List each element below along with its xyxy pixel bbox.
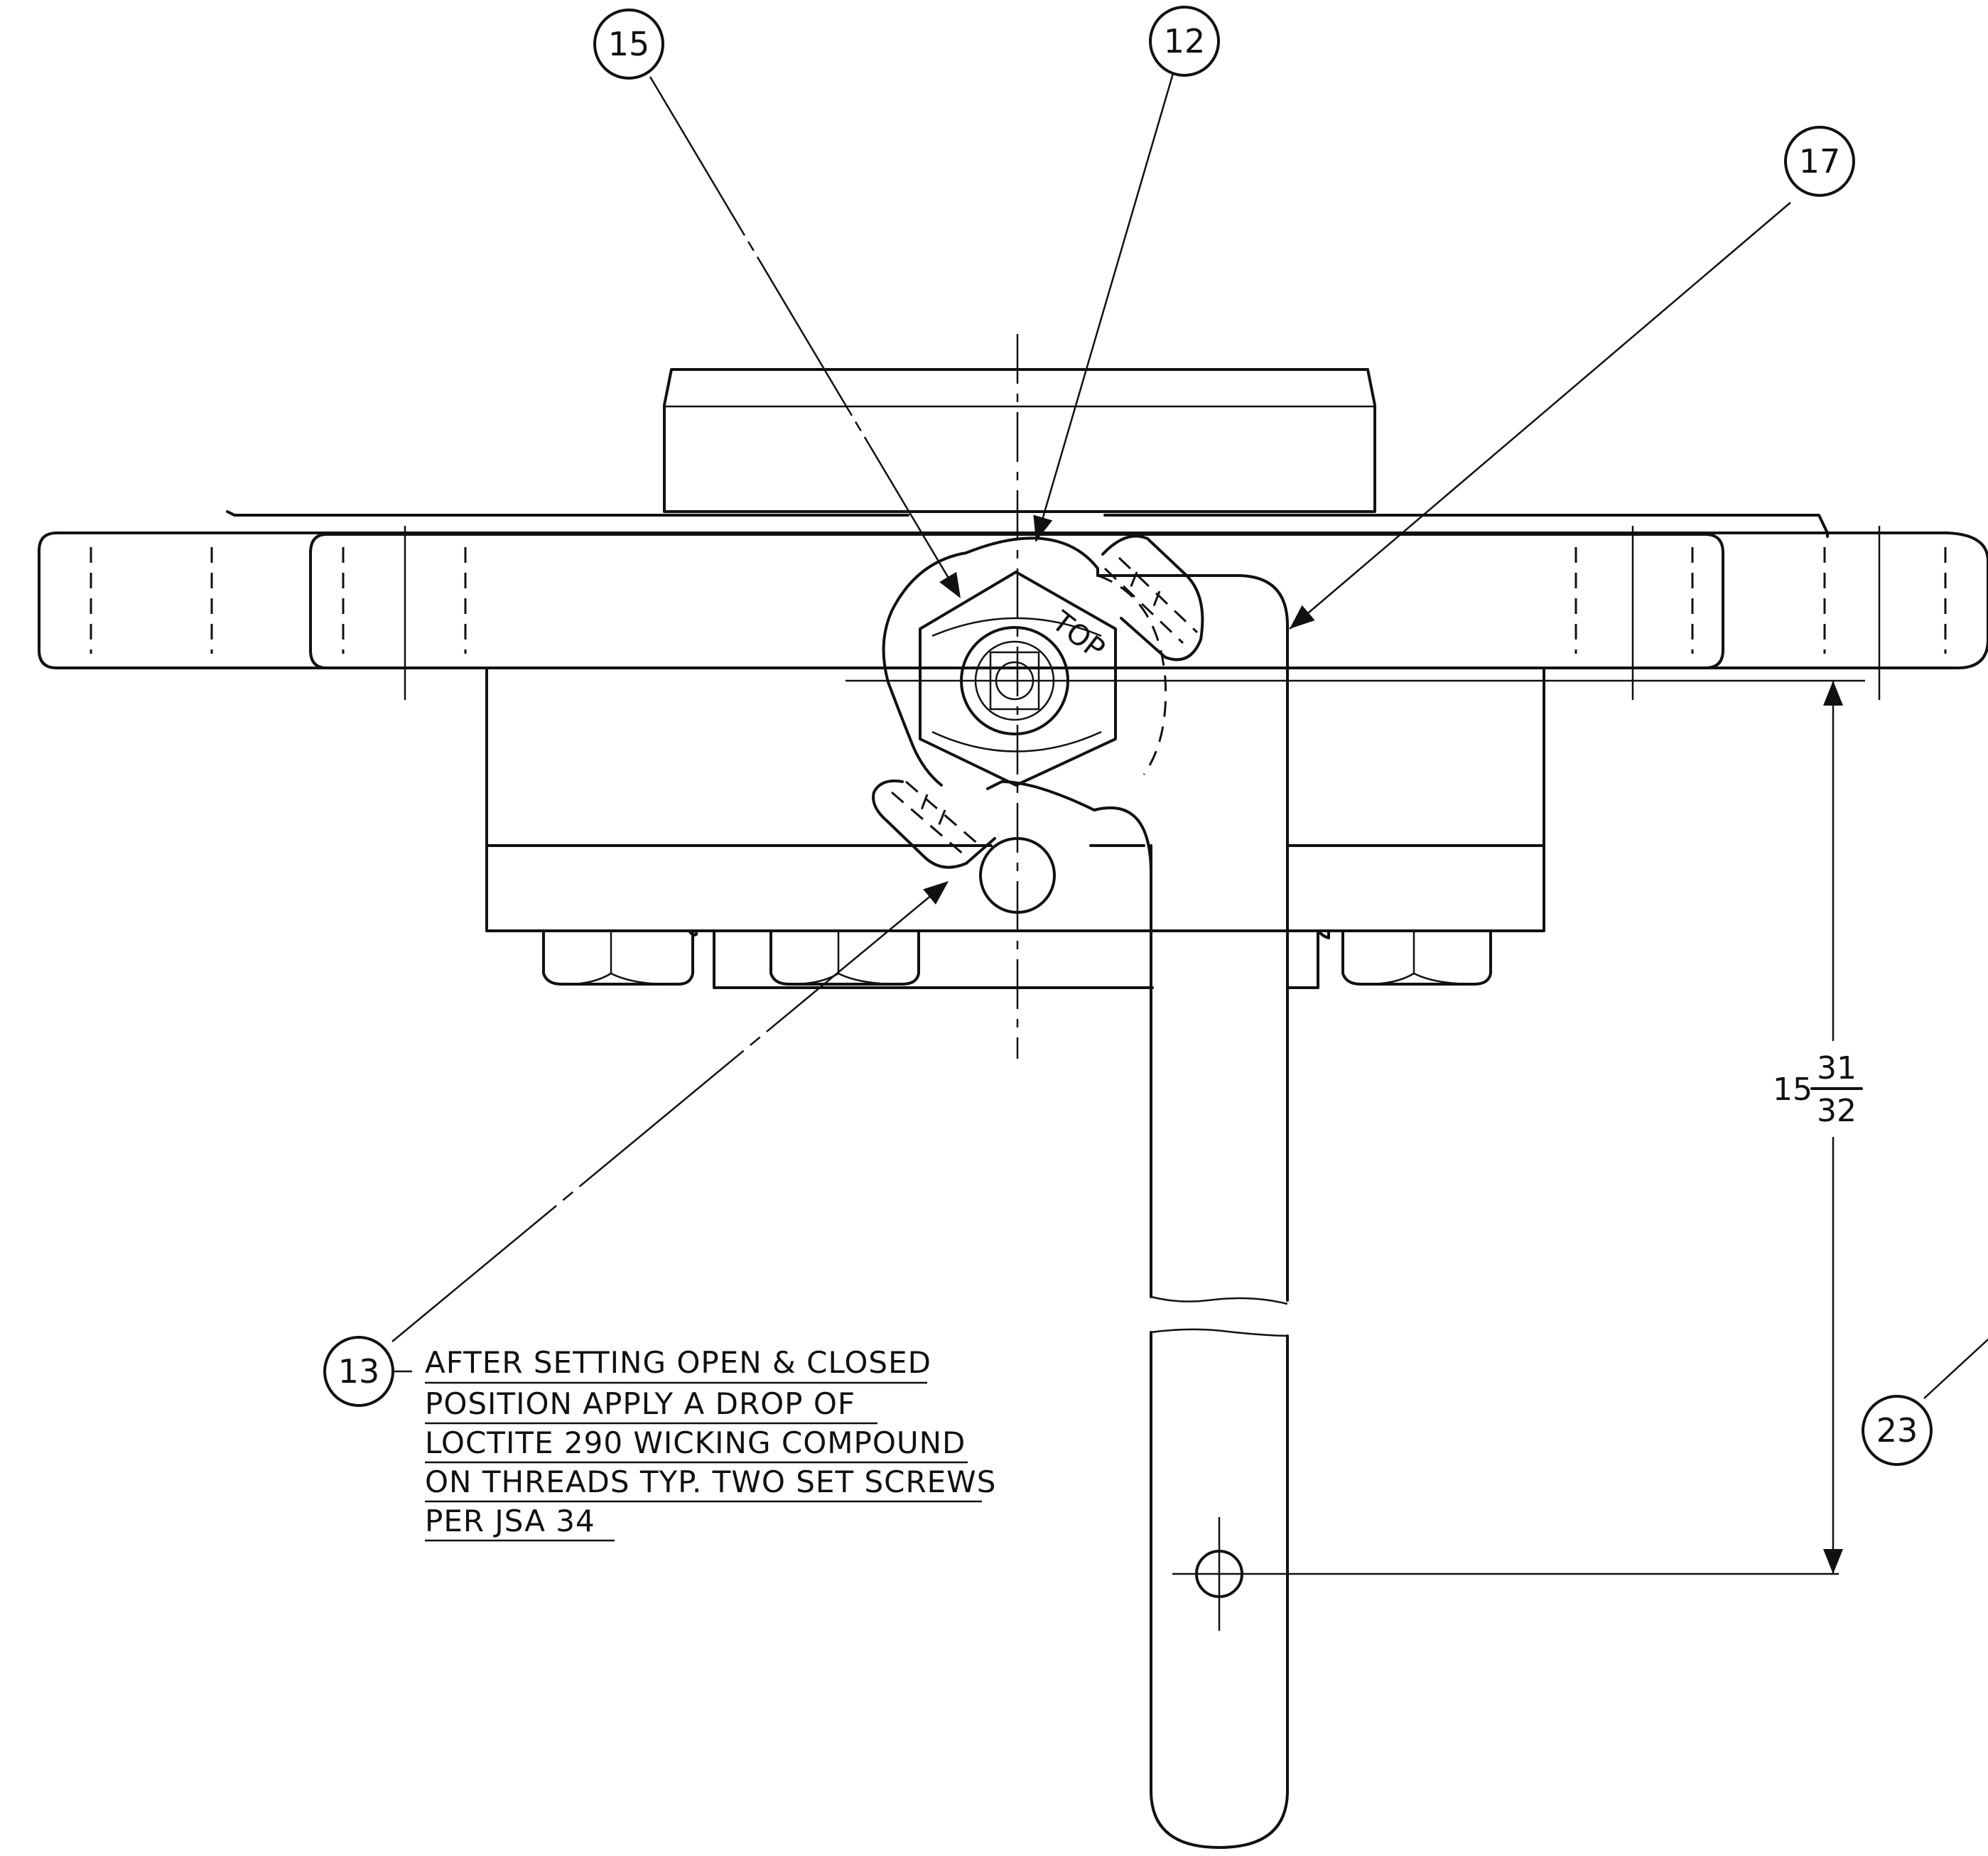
- dimension-whole: 15: [1773, 1072, 1813, 1108]
- leader-13: [391, 880, 949, 1342]
- balloon-15: 15: [593, 9, 664, 80]
- leader-23: [1923, 1339, 1988, 1399]
- mounting-flange: [38, 510, 1988, 700]
- set-screw-upper: [1101, 534, 1204, 662]
- note-line-5: PER JSA 34: [425, 1504, 595, 1538]
- balloon-17: 17: [1784, 126, 1855, 197]
- balloon-13: 13: [323, 1336, 394, 1407]
- note-line-2: POSITION APPLY A DROP OF: [425, 1386, 855, 1421]
- svg-text:17: 17: [1799, 142, 1841, 180]
- note-line-4: ON THREADS TYP. TWO SET SCREWS: [425, 1464, 996, 1499]
- leader-12: [1033, 70, 1175, 542]
- dimension-numerator: 31: [1817, 1050, 1857, 1086]
- balloon-12: 12: [1149, 6, 1220, 77]
- vertical-dimension: 15 31 32: [1773, 681, 1863, 1574]
- svg-text:12: 12: [1164, 22, 1206, 60]
- leader-17: [1289, 202, 1791, 630]
- leader-15: [649, 76, 962, 599]
- hex-cam-assembly: TOP: [882, 536, 1167, 811]
- svg-text:13: 13: [338, 1352, 380, 1391]
- balloon-23: 23: [1862, 1395, 1933, 1466]
- note-line-1: AFTER SETTING OPEN & CLOSED: [425, 1345, 931, 1380]
- top-block: [663, 368, 1376, 513]
- svg-text:15: 15: [608, 25, 650, 63]
- svg-text:23: 23: [1876, 1411, 1918, 1450]
- set-screw-lower: [872, 779, 996, 869]
- lever-arm: [1093, 574, 1839, 1849]
- valve-body: [485, 667, 1545, 989]
- assembly-note: AFTER SETTING OPEN & CLOSED POSITION APP…: [393, 1345, 996, 1542]
- note-line-3: LOCTITE 290 WICKING COMPOUND: [425, 1425, 966, 1460]
- top-label: TOP: [1045, 605, 1111, 666]
- dimension-denominator: 32: [1817, 1093, 1857, 1129]
